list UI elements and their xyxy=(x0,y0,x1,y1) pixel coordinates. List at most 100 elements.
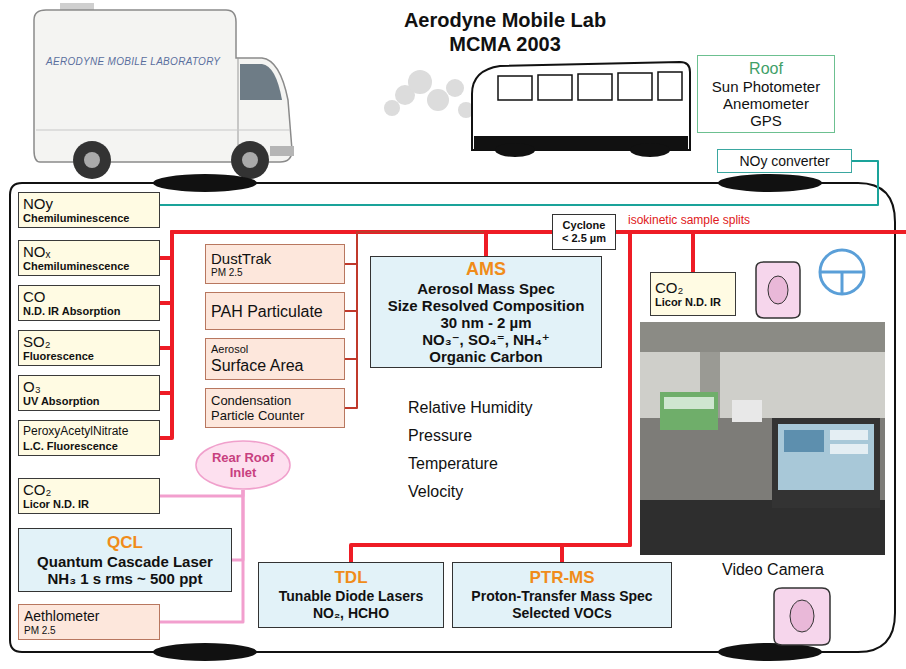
bus-outline xyxy=(658,72,682,100)
vehicle-outline xyxy=(153,643,257,661)
bus-outline xyxy=(578,74,612,100)
van-picture xyxy=(270,146,294,156)
box-heading: Cyclone xyxy=(556,219,612,232)
inlet-ellipse: Rear RoofInlet xyxy=(195,440,291,490)
cab-photo xyxy=(660,392,718,430)
box-heading: NOy converter xyxy=(723,153,846,170)
box-text: Organic Carbon xyxy=(376,348,596,365)
sample-line xyxy=(232,490,243,560)
video-camera-icon xyxy=(774,588,830,645)
instrument-box: CON.D. IR Absorption xyxy=(18,285,160,321)
ellipse-outline xyxy=(196,441,290,489)
box-text: Particle Counter xyxy=(211,408,339,423)
box-text: NH₃ 1 s rms ~ 500 ppt xyxy=(24,570,226,587)
cab-photo xyxy=(830,430,868,440)
exhaust-puffs xyxy=(446,79,464,97)
box-text: Chemiluminescence xyxy=(23,212,155,225)
van-logo-text: AERODYNE MOBILE LABORATORY xyxy=(46,56,220,68)
box-heading: TDL xyxy=(264,568,438,588)
instrument-box: DustTrakPM 2.5 xyxy=(205,244,345,284)
vehicle-outline xyxy=(718,174,822,192)
caption-text: Video Camera xyxy=(722,560,824,579)
instrument-box: AethlometerPM 2.5 xyxy=(18,604,160,640)
video-camera-icon xyxy=(756,262,830,645)
exhaust-puffs xyxy=(408,70,432,94)
note-text: isokinetic sample splits xyxy=(626,213,752,227)
diagram-title: Aerodyne Mobile Lab MCMA 2003 xyxy=(385,8,625,56)
sensor-list-item: Temperature xyxy=(408,454,498,473)
bus-outline xyxy=(538,75,572,100)
sample-line xyxy=(616,232,693,272)
box-heading: NOy xyxy=(23,195,155,212)
van-picture xyxy=(238,58,239,160)
bus-outline xyxy=(630,143,670,157)
instrument-box: CO₂Licor N.D. IR xyxy=(18,478,160,514)
cab-photo xyxy=(830,444,868,454)
box-text: N.D. IR Absorption xyxy=(23,305,155,318)
box-heading: DustTrak xyxy=(211,250,339,267)
cab-photo xyxy=(778,424,874,490)
box-heading: Condensation xyxy=(211,393,339,408)
box-text: Anemometer xyxy=(703,95,829,112)
van-picture xyxy=(34,3,294,179)
box-text: < 2.5 µm xyxy=(556,232,612,245)
sample-line xyxy=(160,490,243,496)
vehicle-outline xyxy=(153,174,257,192)
steering-wheel xyxy=(841,272,844,294)
sensor-list-item: Relative Humidity xyxy=(408,398,532,417)
cab-photo xyxy=(640,322,885,555)
box-heading: PAH Particulate xyxy=(211,302,339,321)
box-text: UV Absorption xyxy=(23,395,155,408)
exhaust-puffs xyxy=(384,100,400,116)
converter-box: NOy converter xyxy=(717,149,852,173)
cab-photo xyxy=(784,430,824,452)
box-heading: Aethlometer xyxy=(24,608,154,625)
bus-outline xyxy=(618,73,652,100)
box-heading: Aerosol xyxy=(211,343,339,356)
box-text: 30 nm - 2 µm xyxy=(376,314,596,331)
box-heading: O₃ xyxy=(23,378,155,395)
sensor-list-item: Pressure xyxy=(408,426,472,445)
box-text: PM 2.5 xyxy=(24,625,154,637)
box-heading: CO xyxy=(23,288,155,305)
vehicle-outline xyxy=(10,183,895,652)
box-heading: CO₂ xyxy=(23,481,155,498)
box-heading: QCL xyxy=(24,533,226,553)
box-text: Size Resolved Composition xyxy=(376,297,596,314)
instrument-box: CondensationParticle Counter xyxy=(205,388,345,428)
video-camera-icon xyxy=(768,276,788,304)
box-heading: Rear Roof xyxy=(199,450,287,465)
instrument-box: NOyChemiluminescence xyxy=(18,192,160,228)
van-picture xyxy=(36,130,290,131)
box-text: Licor N.D. IR xyxy=(23,498,155,511)
box-text: Proton-Transfer Mass Spec xyxy=(458,588,666,605)
instrument-box: PAH Particulate xyxy=(205,292,345,330)
cab-photo xyxy=(664,397,714,409)
steering-wheel xyxy=(820,250,864,294)
video-camera-icon xyxy=(790,600,814,632)
exhaust-puffs xyxy=(384,70,474,118)
box-text: Quantum Cascade Laser xyxy=(24,553,226,570)
cab-photo xyxy=(732,400,762,422)
video-camera-icon xyxy=(756,262,800,318)
bus-outline xyxy=(472,62,690,157)
roof-box: RoofSun PhotometerAnemometerGPS xyxy=(697,55,835,133)
cab-photo xyxy=(772,418,880,508)
box-text: NO₃⁻, SO₄⁼, NH₄⁺ xyxy=(376,331,596,348)
instrument-box: PTR-MSProton-Transfer Mass SpecSelected … xyxy=(452,562,672,628)
instrument-box: SO₂Fluorescence xyxy=(18,330,160,366)
box-text: Fluorescence xyxy=(23,350,155,363)
van-picture xyxy=(73,141,111,179)
box-text: Chemiluminescence xyxy=(23,260,155,273)
box-heading: SO₂ xyxy=(23,333,155,350)
van-picture xyxy=(240,64,282,100)
instrument-box: PeroxyAcetylNitrateL.C. Fluorescence xyxy=(18,420,160,456)
van-picture xyxy=(231,141,269,179)
box-text: Selected VOCs xyxy=(458,605,666,622)
box-text: NO₂, HCHO xyxy=(264,605,438,622)
van-picture xyxy=(84,152,100,168)
instrument-box: QCLQuantum Cascade LaserNH₃ 1 s rms ~ 50… xyxy=(18,528,232,592)
box-text: Licor N.D. IR xyxy=(655,296,731,309)
instrument-box: AMSAerosol Mass SpecSize Resolved Compos… xyxy=(370,256,602,368)
